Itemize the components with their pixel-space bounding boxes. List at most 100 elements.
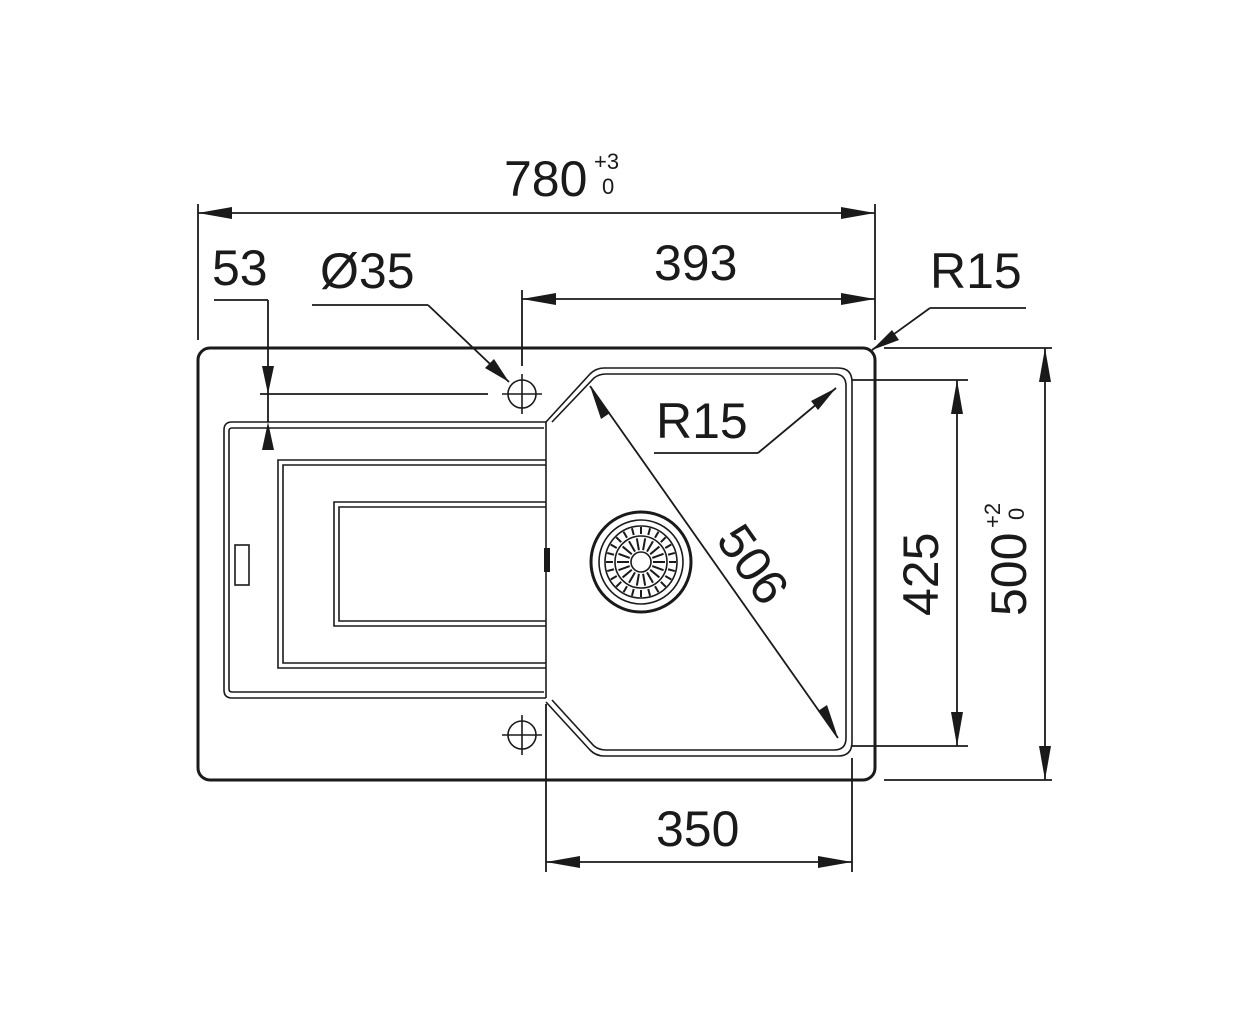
- arrowhead: [590, 386, 610, 419]
- bowl-depth-value: 425: [893, 533, 949, 616]
- drain-spoke: [635, 538, 640, 551]
- drain-spoke: [606, 568, 615, 573]
- drain-spoke: [651, 552, 664, 559]
- drain-spoke: [647, 588, 652, 597]
- drain-spoke: [618, 552, 631, 559]
- sink-outline: [196, 346, 877, 782]
- bowl-outer-contour: [545, 367, 853, 757]
- drain-spoke: [628, 540, 636, 553]
- dim-overall-depth: 500 +2 0: [884, 347, 1052, 781]
- drainer-middle-step-inner: [282, 464, 546, 664]
- arrowhead: [262, 422, 274, 450]
- drainer-outer-contour: [223, 421, 546, 699]
- drain-spoke: [622, 585, 628, 593]
- drain-spoke: [646, 571, 654, 584]
- dimension-line: [589, 385, 839, 739]
- arrowhead: [546, 856, 580, 868]
- drain-spoke: [649, 568, 661, 579]
- drain-spoke: [630, 588, 635, 597]
- divider-notch: [544, 548, 550, 572]
- drain-spoke: [651, 565, 664, 572]
- sink-outer-edge: [196, 346, 877, 782]
- drain-spoke: [664, 543, 672, 549]
- drainer-inner-step-inner: [338, 506, 546, 622]
- arrowhead: [818, 705, 838, 738]
- arrowhead: [841, 293, 875, 305]
- overflow-slot: [234, 544, 250, 586]
- arrowhead: [522, 293, 556, 305]
- drain-spoke: [664, 575, 672, 581]
- dim-bowl-depth: 425: [852, 379, 968, 747]
- drain-spoke: [615, 536, 622, 543]
- dim-drain-offset: 53: [212, 240, 488, 450]
- drain-center: [630, 551, 652, 573]
- arrowhead: [951, 380, 963, 414]
- drain-spoke: [635, 573, 640, 586]
- dim-overall-width: 780 +3 0: [197, 149, 876, 340]
- overall-depth-tol-upper: +2: [980, 503, 1005, 528]
- drain-offset-value: 53: [212, 240, 268, 296]
- bowl-edge-to-right-value: 393: [654, 235, 737, 291]
- tap-hole-top: [502, 374, 542, 414]
- drain-spoke: [660, 581, 667, 588]
- bowl: [545, 367, 853, 757]
- drain-spoke: [646, 540, 654, 553]
- arrowhead: [841, 207, 875, 219]
- arrowhead: [951, 712, 963, 746]
- corner-radius-bowl-value: R15: [656, 393, 748, 449]
- arrowhead: [811, 388, 836, 410]
- drain-spoke: [618, 565, 631, 572]
- arrowhead: [1039, 746, 1051, 780]
- drain-spoke: [615, 581, 622, 588]
- arrowhead: [1039, 348, 1051, 382]
- bowl-inner-contour: [551, 373, 847, 751]
- tap-hole-bottom: [502, 715, 542, 755]
- drain-spoke: [660, 536, 667, 543]
- drainer-inner-step: [333, 501, 546, 627]
- drain-spoke: [610, 543, 618, 549]
- drain-spoke: [621, 568, 633, 579]
- drain-spoke: [654, 531, 660, 539]
- drain-spoke: [630, 527, 635, 536]
- dim-bowl-width: 350: [545, 704, 853, 872]
- overall-width-value: 780: [504, 151, 587, 207]
- arrowhead: [198, 207, 232, 219]
- bowl-width-value: 350: [656, 801, 739, 857]
- drain-spoke: [654, 585, 660, 593]
- tap-hole-diameter-value: Ø35: [320, 243, 415, 299]
- drain-spoke: [610, 575, 618, 581]
- arrowhead: [818, 856, 852, 868]
- dim-bowl-edge-to-right: 393: [521, 235, 875, 366]
- drain-spoke: [649, 545, 661, 556]
- arrowhead: [485, 359, 509, 382]
- corner-radius-outer-value: R15: [930, 243, 1022, 299]
- dim-corner-radius-bowl: R15: [654, 387, 837, 454]
- drainer-middle-step: [277, 459, 546, 669]
- overall-width-tol-lower: 0: [602, 174, 614, 199]
- drain-spoke: [642, 538, 647, 551]
- overall-depth-tol-lower: 0: [1004, 508, 1029, 520]
- drain-ring-4: [614, 535, 668, 589]
- drain-outer-ring: [589, 510, 693, 614]
- dim-corner-radius-outer: R15: [871, 243, 1026, 351]
- drain-spoke: [628, 571, 636, 584]
- drainer-board: [223, 421, 550, 699]
- drain-strainer-icon: [589, 510, 693, 614]
- drain-spoke: [622, 531, 628, 539]
- drain-spoke: [667, 551, 676, 556]
- drain-spoke: [667, 568, 676, 573]
- drain-ring-3: [604, 525, 678, 599]
- drain-spokes: [606, 527, 676, 597]
- drain-spoke: [642, 573, 647, 586]
- drain-spoke: [621, 545, 633, 556]
- arrowhead: [872, 330, 899, 350]
- drain-spoke: [606, 551, 615, 556]
- overall-width-tol-upper: +3: [594, 149, 619, 174]
- bowl-diagonal-value: 506: [706, 514, 800, 614]
- arrowhead: [262, 366, 274, 394]
- drain-spoke: [647, 527, 652, 536]
- overall-depth-value: 500: [981, 533, 1037, 616]
- drain-ring-2: [598, 519, 684, 605]
- drainer-outer-contour-inner: [228, 427, 544, 693]
